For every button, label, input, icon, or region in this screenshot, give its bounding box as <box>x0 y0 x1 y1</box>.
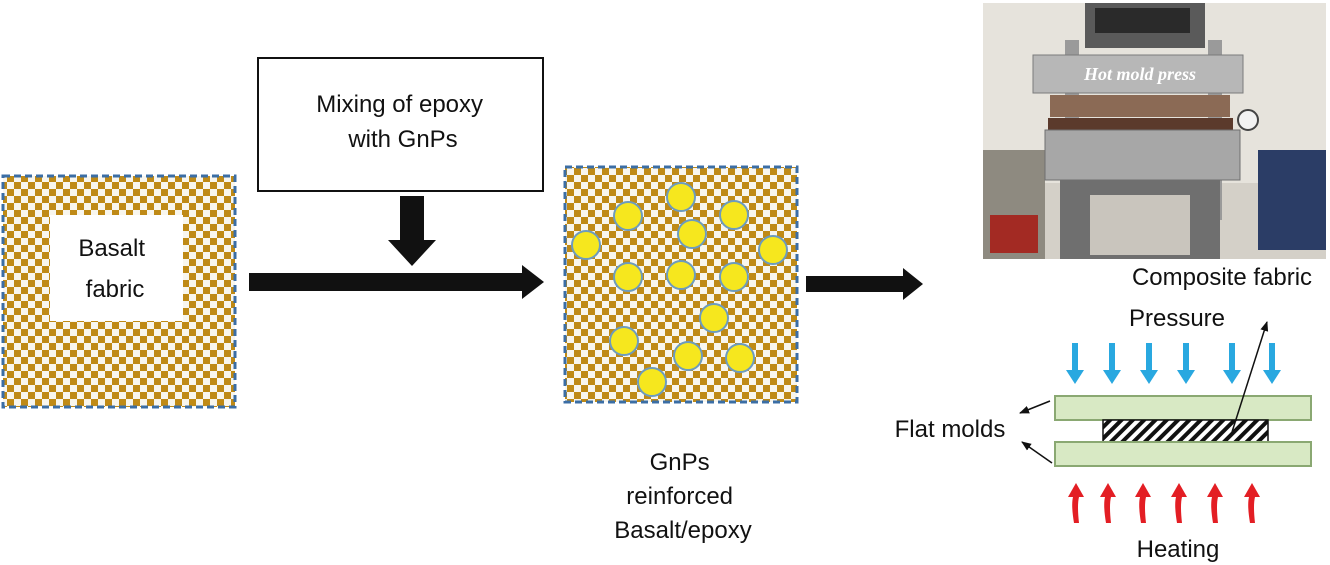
upper-flat-mold <box>1054 395 1312 421</box>
pressure-arrow <box>1066 343 1084 384</box>
photo-overlay-label: Hot mold press <box>1083 64 1196 84</box>
gnp-particle <box>666 182 696 212</box>
photo-heated-plate <box>1050 95 1230 117</box>
reinforced-label-line1: GnPs <box>650 449 710 476</box>
flat-molds-pointer-lower <box>1021 441 1053 464</box>
photo-red-pump <box>990 215 1038 253</box>
reinforced-block: GnPs reinforced Basalt/epoxy <box>563 165 799 544</box>
photo-lower-platen <box>1044 129 1241 181</box>
flat-molds-pointer-upper <box>1019 400 1051 414</box>
process-arrow-1 <box>249 265 544 299</box>
gnp-particle <box>758 235 788 265</box>
input-down-arrow <box>388 196 436 266</box>
gnp-particle <box>666 260 696 290</box>
gnp-particle <box>613 201 643 231</box>
pressure-arrows <box>1066 343 1281 384</box>
photo-upper-platen <box>1032 54 1244 94</box>
heating-arrow <box>1068 483 1084 523</box>
process-arrow-2 <box>806 268 923 300</box>
heating-arrow <box>1244 483 1260 523</box>
heating-arrows <box>1068 483 1260 523</box>
mixing-label-line2: with GnPs <box>347 126 457 153</box>
gnp-particle <box>725 343 755 373</box>
heating-label: Heating <box>1137 536 1220 563</box>
pressure-label: Pressure <box>1129 305 1225 332</box>
reinforced-label-line3: Basalt/epoxy <box>614 517 751 544</box>
gnp-particle <box>609 326 639 356</box>
heating-arrow <box>1135 483 1151 523</box>
hot-mold-press-photo: Hot mold press <box>983 3 1326 259</box>
heating-arrow <box>1207 483 1223 523</box>
photo-mold-gap <box>1048 118 1233 130</box>
basalt-fabric-block: Basalt fabric <box>1 174 237 409</box>
reinforced-label-line2: reinforced <box>626 483 733 510</box>
basalt-fabric-label-box <box>50 215 183 321</box>
pressure-arrow <box>1263 343 1281 384</box>
photo-press-head <box>1095 8 1190 33</box>
mixing-box <box>257 57 544 192</box>
composite-pointer-line <box>1231 321 1269 433</box>
heating-arrow <box>1100 483 1116 523</box>
flat-molds-label: Flat molds <box>895 416 1006 443</box>
gnp-particle <box>699 303 729 333</box>
pressure-arrow <box>1140 343 1158 384</box>
gnp-particle <box>673 341 703 371</box>
gnp-particle <box>571 230 601 260</box>
svg-text:Mixing of epoxy with GnP: Mixing of epoxy with GnPs <box>316 91 489 153</box>
pressure-arrow <box>1177 343 1195 384</box>
pressure-arrow <box>1103 343 1121 384</box>
photo-right-motor <box>1258 150 1326 250</box>
gnp-particle <box>677 219 707 249</box>
svg-text:Basalt fabric: Basalt fabric <box>78 235 151 303</box>
gnp-particle <box>637 367 667 397</box>
photo-base-opening <box>1090 195 1190 255</box>
composite-sample <box>1102 419 1269 443</box>
gnp-particle <box>719 200 749 230</box>
heating-arrow <box>1171 483 1187 523</box>
photo-gauge <box>1237 109 1259 131</box>
pressure-arrow <box>1223 343 1241 384</box>
mold-press-schematic: Pressure Flat molds Heating <box>895 305 1312 563</box>
svg-text:GnPs reinforced Ba: GnPs reinforced Basalt/epoxy <box>614 449 751 544</box>
basalt-fabric-label-line1: Basalt <box>78 235 145 262</box>
gnp-particle <box>719 262 749 292</box>
gnp-particles <box>571 182 788 397</box>
mixing-label-line1: Mixing of epoxy <box>316 91 483 118</box>
composite-fabric-label: Composite fabric <box>1132 264 1312 291</box>
lower-flat-mold <box>1054 441 1312 467</box>
basalt-fabric-label-line2: fabric <box>86 276 145 303</box>
gnp-particle <box>613 262 643 292</box>
mixing-step: Mixing of epoxy with GnPs <box>257 57 544 266</box>
